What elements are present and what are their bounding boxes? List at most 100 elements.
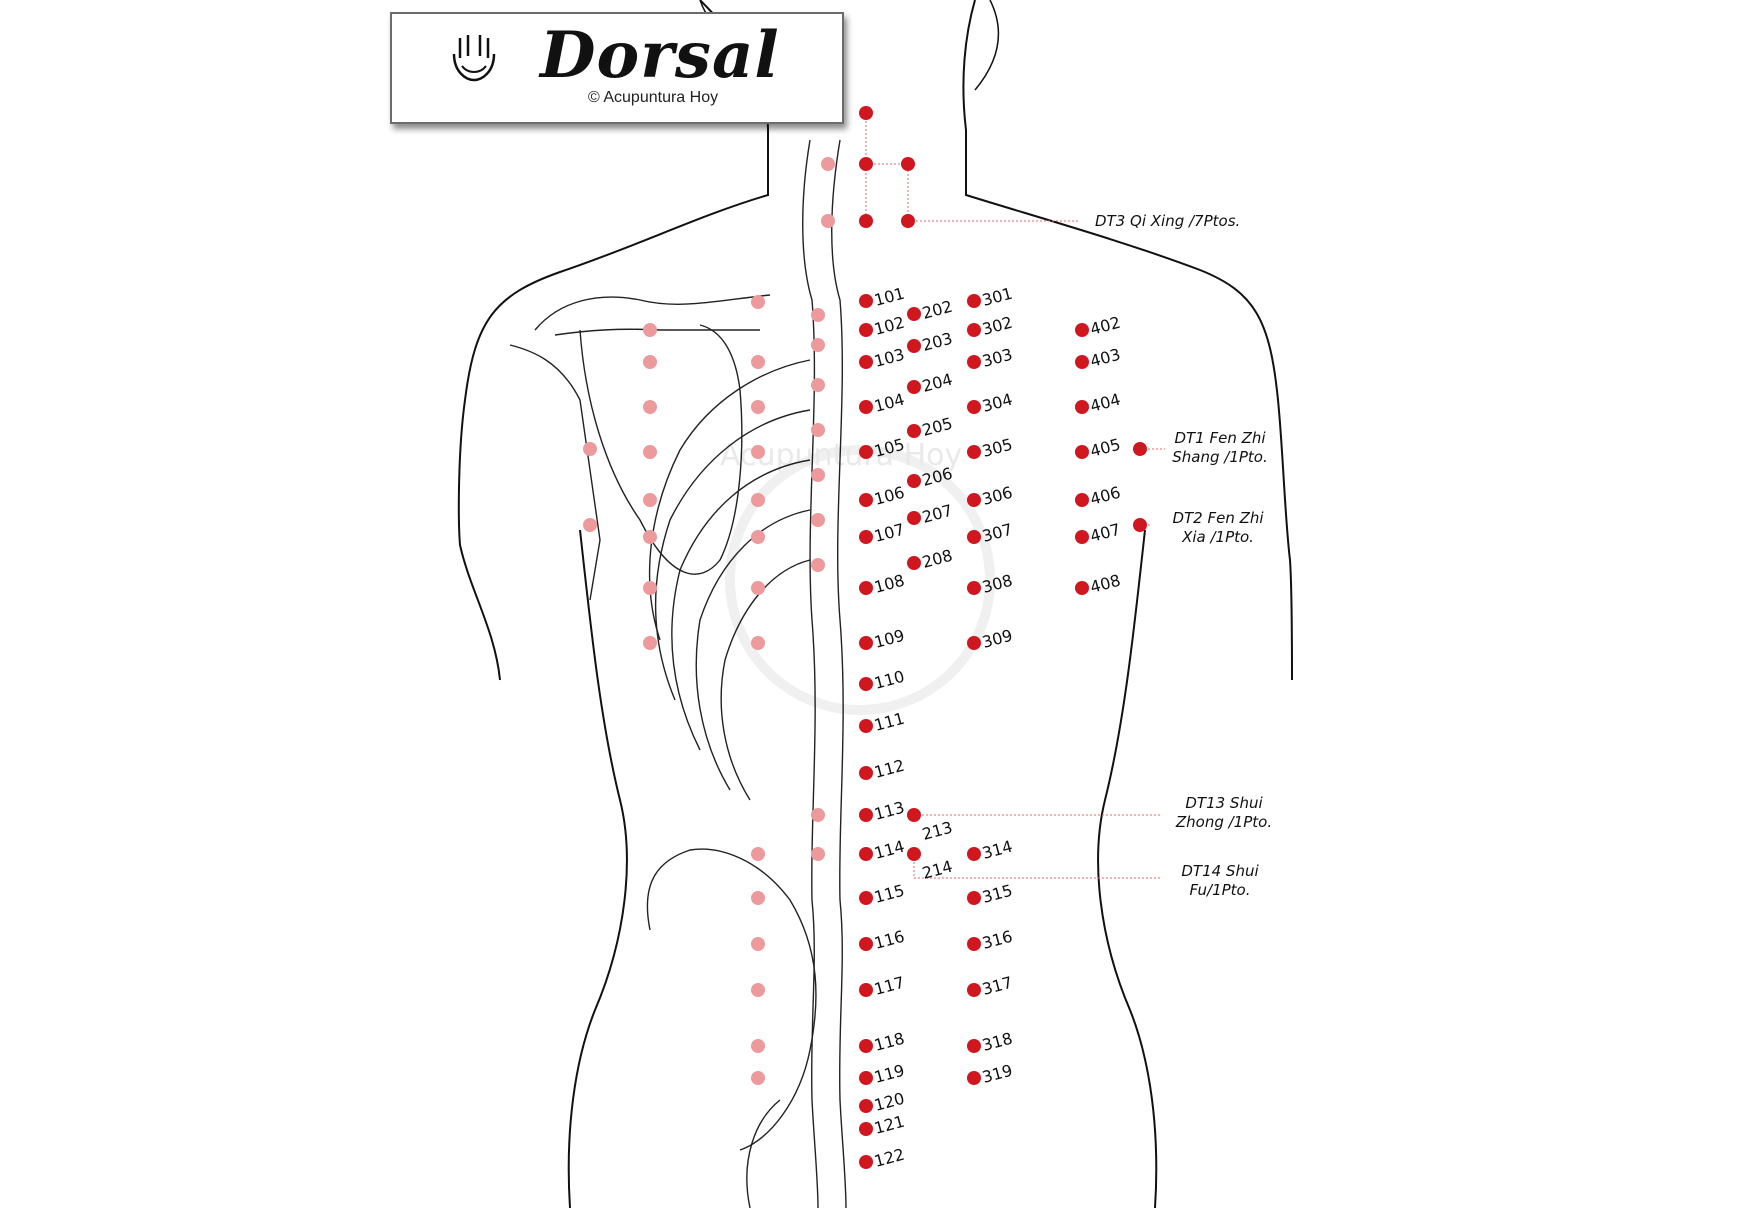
faint-point	[811, 423, 825, 437]
annotation-dt14-line-0: DT14 Shui	[1181, 862, 1259, 880]
faint-point	[751, 891, 765, 905]
faint-point	[751, 581, 765, 595]
acupoint-118	[859, 1039, 873, 1053]
dt-point	[859, 106, 873, 120]
acupoint-label-406: 406	[1088, 483, 1122, 509]
faint-point	[751, 295, 765, 309]
acupoint-404	[1075, 400, 1089, 414]
faint-point	[811, 378, 825, 392]
faint-point	[751, 636, 765, 650]
acupoint-107	[859, 530, 873, 544]
faint-point	[811, 338, 825, 352]
acupoint-label-316: 316	[980, 927, 1014, 953]
faint-point	[751, 1071, 765, 1085]
acupoint-207	[907, 511, 921, 525]
acupoint-104	[859, 400, 873, 414]
dt-point	[859, 157, 873, 171]
acupoint-label-317: 317	[980, 973, 1014, 999]
faint-point	[821, 157, 835, 171]
acupoint-label-118: 118	[872, 1029, 906, 1055]
acupoint-108	[859, 581, 873, 595]
acupoint-label-303: 303	[980, 345, 1014, 371]
acupoint-label-103: 103	[872, 345, 906, 371]
acupoint-117	[859, 983, 873, 997]
acupoint-119	[859, 1071, 873, 1085]
acupoint-label-405: 405	[1088, 435, 1122, 461]
acupoint-label-119: 119	[872, 1061, 906, 1087]
acupoint-302	[967, 323, 981, 337]
dt-point	[901, 214, 915, 228]
faint-point	[643, 530, 657, 544]
acupoint-label-115: 115	[872, 881, 906, 907]
faint-point	[583, 442, 597, 456]
acupoint-120	[859, 1099, 873, 1113]
acupoint-113	[859, 808, 873, 822]
acupoint-label-402: 402	[1088, 313, 1122, 339]
annotation-dt2-line-1: Xia /1Pto.	[1181, 528, 1254, 546]
acupoint-110	[859, 677, 873, 691]
acupoint-label-109: 109	[872, 626, 906, 652]
faint-point	[751, 355, 765, 369]
page-title: Dorsal	[540, 18, 780, 93]
acupoint-206	[907, 474, 921, 488]
acupoint-318	[967, 1039, 981, 1053]
acupoint-214	[907, 847, 921, 861]
acupoint-label-117: 117	[872, 973, 906, 999]
acupoint-label-208: 208	[920, 546, 954, 572]
acupoint-label-104: 104	[872, 390, 906, 416]
acupoint-307	[967, 530, 981, 544]
faint-point	[821, 214, 835, 228]
acupoint-label-214: 214	[920, 857, 954, 883]
acupoint-label-302: 302	[980, 313, 1014, 339]
acupoint-105	[859, 445, 873, 459]
acupoint-label-114: 114	[872, 837, 906, 863]
acupoint-305	[967, 445, 981, 459]
acupoint-319	[967, 1071, 981, 1085]
acupoint-202	[907, 307, 921, 321]
acupoint-111	[859, 719, 873, 733]
acupoint-label-106: 106	[872, 483, 906, 509]
faint-point	[751, 493, 765, 507]
acupoint-309	[967, 636, 981, 650]
faint-point	[643, 581, 657, 595]
title-box: Dorsal © Acupuntura Hoy	[390, 12, 844, 124]
acupoint-303	[967, 355, 981, 369]
acupoint-label-113: 113	[872, 798, 906, 824]
faint-point	[811, 468, 825, 482]
acupoint-label-305: 305	[980, 435, 1014, 461]
annotation-dt14-line-1: Fu/1Pto.	[1190, 881, 1251, 899]
acupoint-402	[1075, 323, 1089, 337]
faint-point	[811, 847, 825, 861]
acupoint-label-204: 204	[920, 370, 954, 396]
acupoint-122	[859, 1155, 873, 1169]
annotation-dt1-line-0: DT1 Fen Zhi	[1174, 429, 1266, 447]
acupoint-label-122: 122	[872, 1145, 906, 1171]
acupoint-112	[859, 766, 873, 780]
faint-point	[811, 558, 825, 572]
acupoint-405	[1075, 445, 1089, 459]
points-layer: 1011021031041051061071081091101111121131…	[583, 106, 1147, 1171]
acupoint-407	[1075, 530, 1089, 544]
acupoint-315	[967, 891, 981, 905]
acupoint-403	[1075, 355, 1089, 369]
acupoint-114	[859, 847, 873, 861]
faint-point	[643, 400, 657, 414]
faint-point	[643, 636, 657, 650]
acupoint-115	[859, 891, 873, 905]
acupoint-308	[967, 581, 981, 595]
acupoint-label-203: 203	[920, 329, 954, 355]
acupoint-408	[1075, 581, 1089, 595]
acupoint-102	[859, 323, 873, 337]
acupoint-label-304: 304	[980, 390, 1014, 416]
acupoint-103	[859, 355, 873, 369]
dt-point	[1133, 518, 1147, 532]
faint-point	[811, 513, 825, 527]
acupoint-label-408: 408	[1088, 571, 1122, 597]
acupoint-204	[907, 380, 921, 394]
faint-point	[643, 323, 657, 337]
annotation-dt1-line-1: Shang /1Pto.	[1172, 448, 1268, 466]
acupoint-label-116: 116	[872, 927, 906, 953]
faint-point	[751, 937, 765, 951]
acupoint-label-301: 301	[980, 284, 1014, 310]
